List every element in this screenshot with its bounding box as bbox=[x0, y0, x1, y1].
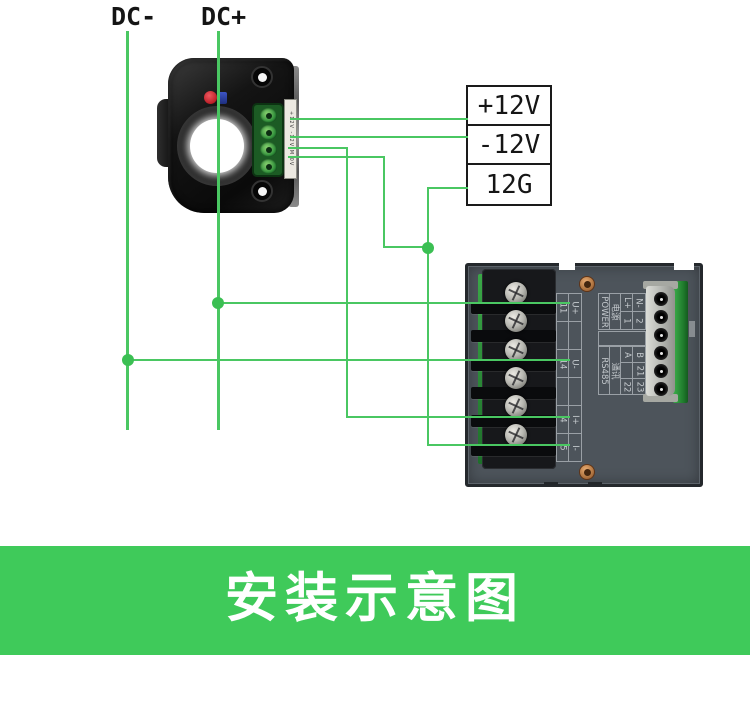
terminal-divider bbox=[471, 444, 556, 456]
terminal-screw-12 bbox=[505, 310, 527, 332]
terminal-divider bbox=[471, 302, 556, 314]
wire-pin2-to-minus12v bbox=[290, 136, 468, 138]
legend-spacer-cell bbox=[598, 331, 646, 346]
dc-minus-label: DC- bbox=[111, 2, 157, 31]
io-terminal-legend: 11 U+ 14 U- 4 I+ 5 I- bbox=[556, 293, 582, 462]
output-box-minus12v: -12V bbox=[468, 126, 550, 165]
rs485-num: 22 bbox=[621, 381, 632, 392]
terminal-screw-5 bbox=[505, 424, 527, 446]
rs485-label: A bbox=[621, 351, 632, 358]
sensor-mount-hole-bottom bbox=[251, 180, 273, 202]
rs485-title: RS485 bbox=[599, 356, 609, 385]
plug-pin-5 bbox=[654, 364, 668, 378]
plug-connector-latch bbox=[689, 321, 695, 337]
wire-pin1-to-plus12v bbox=[290, 118, 468, 120]
sensor-pin-3 bbox=[260, 142, 277, 157]
wire-pin4-to-junction bbox=[383, 246, 429, 248]
output-box-plus12v: +12V bbox=[468, 87, 550, 126]
wire-pin3-vertical bbox=[346, 147, 348, 418]
panel-bottom-mark bbox=[588, 482, 602, 485]
wire-pin4-horizontal bbox=[288, 156, 385, 158]
output-label-boxes: +12V -12V 12G bbox=[466, 85, 552, 206]
io-label: U+ bbox=[570, 300, 580, 315]
plug-connector-flange-bottom bbox=[643, 394, 678, 402]
sensor-pin-4 bbox=[260, 159, 277, 174]
power-num: 2 bbox=[633, 317, 644, 324]
title-banner: 安装示意图 bbox=[0, 546, 750, 655]
wire-dcplus-to-uplus bbox=[218, 302, 570, 304]
panel-screw-top bbox=[579, 276, 595, 292]
plug-pin-2 bbox=[654, 310, 668, 324]
meter-rear-panel: 11 U+ 14 U- 4 I+ 5 I- POWER 电源 L+ N- 1 2… bbox=[465, 263, 703, 487]
wire-to-iminus-terminal bbox=[427, 444, 570, 446]
junction-dot-dcplus bbox=[212, 297, 224, 309]
terminal-divider bbox=[471, 387, 556, 399]
power-title-cn: 电源 bbox=[610, 302, 620, 321]
wire-pin4-vertical bbox=[383, 156, 385, 248]
rs485-label: B bbox=[634, 351, 644, 358]
dc-plus-label: DC+ bbox=[201, 2, 247, 31]
plug-pin-3 bbox=[654, 328, 668, 342]
rs485-num: 21 bbox=[633, 365, 644, 376]
io-label: I- bbox=[569, 444, 580, 451]
plug-pin-4 bbox=[654, 346, 668, 360]
io-label: U- bbox=[569, 358, 580, 369]
rs485-title-cn: 通讯 bbox=[610, 361, 620, 380]
terminal-divider bbox=[471, 415, 556, 427]
panel-screw-bottom bbox=[579, 464, 595, 480]
output-box-12g: 12G bbox=[485, 169, 533, 200]
wire-dcminus-to-uminus bbox=[128, 359, 570, 361]
terminal-screw-11 bbox=[505, 282, 527, 304]
rs485-num: 23 bbox=[633, 381, 644, 392]
panel-bottom-mark bbox=[544, 482, 558, 485]
wire-pin3-horizontal bbox=[288, 147, 348, 149]
plug-pin-1 bbox=[654, 292, 668, 306]
banner-title: 安装示意图 bbox=[225, 568, 525, 629]
terminal-divider bbox=[471, 359, 556, 371]
terminal-screw-4 bbox=[505, 395, 527, 417]
terminal-divider bbox=[471, 330, 556, 342]
plug-pin-6 bbox=[654, 382, 668, 396]
power-legend: POWER 电源 L+ N- 1 2 bbox=[598, 293, 646, 330]
panel-top-notch bbox=[674, 263, 694, 270]
wire-dc-minus-vertical bbox=[126, 31, 129, 430]
sensor-mount-hole-top bbox=[251, 66, 273, 88]
power-label: L+ bbox=[621, 296, 632, 309]
plug-connector-pcb bbox=[673, 281, 688, 403]
terminal-screw-3 bbox=[505, 367, 527, 389]
sensor-trim-pot-red bbox=[204, 91, 217, 104]
wire-ground-vertical bbox=[427, 187, 429, 445]
wire-to-iplus-terminal bbox=[346, 416, 570, 418]
wire-to-12g-box bbox=[427, 187, 468, 189]
wire-dc-plus-vertical bbox=[217, 31, 220, 430]
junction-dot-dcminus bbox=[122, 354, 134, 366]
sensor-component-blue bbox=[218, 92, 227, 104]
rs485-legend: RS485 通讯 A B 21 22 23 bbox=[598, 346, 646, 395]
power-title: POWER bbox=[599, 295, 609, 328]
io-label: I+ bbox=[569, 414, 580, 425]
panel-top-notch bbox=[559, 263, 575, 270]
plug-connector-flange-top bbox=[643, 281, 678, 289]
power-num: 1 bbox=[621, 317, 632, 324]
junction-dot-ground bbox=[422, 242, 434, 254]
sensor-pin-2 bbox=[260, 125, 277, 140]
sensor-terminal-connector bbox=[252, 103, 284, 177]
terminal-screw-14 bbox=[505, 339, 527, 361]
power-label: N- bbox=[634, 297, 644, 308]
sensor-pin-1 bbox=[260, 108, 277, 123]
sensor-pin-label-strip: +12V -12V M 0V bbox=[284, 99, 297, 179]
